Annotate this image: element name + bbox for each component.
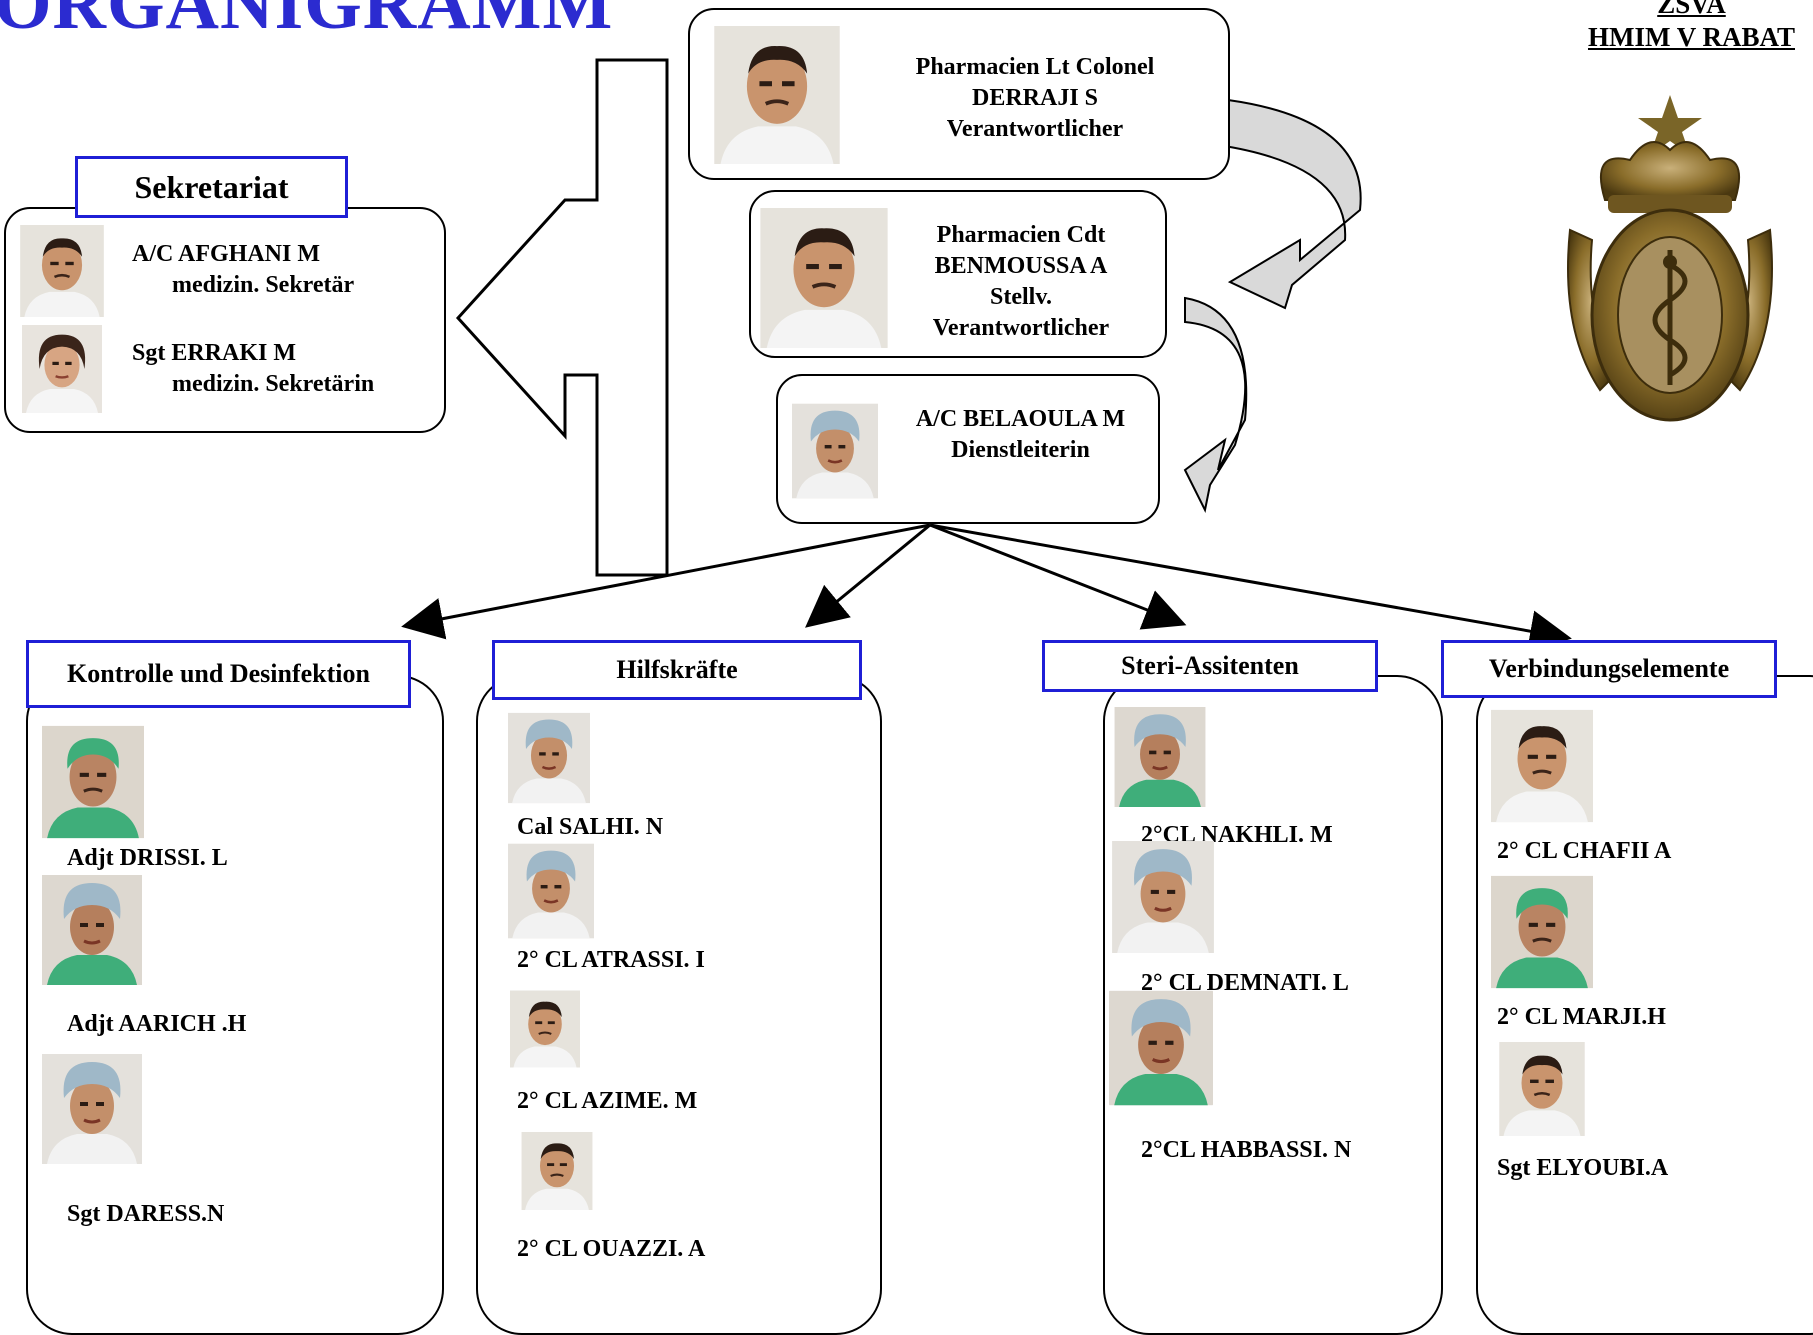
- department-heading-hilfskraefte: Hilfskräfte: [492, 640, 862, 700]
- person-photo-icon: [42, 724, 144, 840]
- arrow-to-hilfskraefte: [805, 523, 931, 628]
- leader-2-text: Pharmacien Cdt BENMOUSSA A Stellv. Veran…: [901, 220, 1141, 344]
- page-title: ORGANIGRAMM: [0, 0, 614, 45]
- department-member: Adjt DRISSI. L: [67, 845, 228, 871]
- person-photo-icon: [1109, 707, 1211, 807]
- curved-arrow-icon: [1183, 296, 1248, 514]
- person-photo-icon: [710, 26, 844, 164]
- connector-layer: [401, 58, 1572, 652]
- leader-2-role-b: Verantwortlicher: [932, 315, 1110, 341]
- person-photo-icon: [510, 983, 580, 1075]
- leader-box-1: Pharmacien Lt Colonel DERRAJI S Verantwo…: [688, 8, 1230, 180]
- leader-3-name: A/C BELAOULA M: [915, 406, 1126, 432]
- arrow-to-steri: [929, 523, 1187, 630]
- person-photo-icon: [1109, 841, 1217, 953]
- organization-label: ZSVA HMIM V RABAT: [1588, 0, 1795, 54]
- person-photo-icon: [10, 225, 114, 317]
- department-member: 2° CL CHAFII A: [1497, 838, 1672, 864]
- department-member: 2°CL HABBASSI. N: [1141, 1137, 1352, 1163]
- person-photo-icon: [42, 873, 142, 987]
- person-photo-icon: [1491, 1042, 1593, 1136]
- person-photo-icon: [759, 208, 889, 348]
- secretariat-member-2-name: Sgt ERRAKI M: [132, 340, 297, 366]
- leader-2-name: BENMOUSSA A: [934, 253, 1108, 279]
- department-member: 2° CL ATRASSI. I: [517, 947, 705, 973]
- leader-1-rank: Pharmacien Lt Colonel: [915, 54, 1155, 80]
- leader-2-role-a: Stellv.: [989, 284, 1052, 310]
- person-photo-icon: [42, 1042, 142, 1176]
- person-photo-icon: [1491, 707, 1593, 825]
- leader-box-3: A/C BELAOULA M Dienstleiterin: [776, 374, 1160, 524]
- org-line-2: HMIM V RABAT: [1587, 22, 1795, 52]
- department-member: Sgt ELYOUBI.A: [1497, 1155, 1669, 1181]
- person-photo-icon: [1109, 990, 1213, 1106]
- person-photo-icon: [514, 1132, 600, 1210]
- arrow-to-verbindung: [929, 523, 1572, 652]
- arrow-to-kontrolle: [401, 523, 931, 640]
- block-arrow-icon: [455, 58, 669, 577]
- secretariat-member-1-role: medizin. Sekretär: [172, 272, 355, 298]
- secretariat-heading: Sekretariat: [75, 156, 348, 218]
- department-member: 2° CL OUAZZI. A: [517, 1236, 706, 1262]
- department-member: Adjt AARICH .H: [67, 1011, 247, 1037]
- leader-1-name: DERRAJI S: [971, 85, 1099, 111]
- secretariat-member-2: Sgt ERRAKI M medizin. Sekretärin: [132, 338, 374, 400]
- person-photo-icon: [10, 325, 114, 413]
- military-emblem-icon: [1567, 95, 1773, 422]
- secretariat-member-1: A/C AFGHANI M medizin. Sekretär: [132, 239, 354, 301]
- secretariat-member-2-role: medizin. Sekretärin: [172, 371, 375, 397]
- person-photo-icon: [1491, 873, 1593, 991]
- leader-1-text: Pharmacien Lt Colonel DERRAJI S Verantwo…: [865, 52, 1205, 145]
- department-member: Cal SALHI. N: [517, 814, 664, 840]
- leader-3-text: A/C BELAOULA M Dienstleiterin: [893, 404, 1148, 466]
- curved-arrow-icon: [1216, 98, 1362, 310]
- department-heading-verbindung: Verbindungselemente: [1441, 640, 1777, 698]
- department-member: 2° CL AZIME. M: [517, 1088, 698, 1114]
- person-photo-icon: [508, 841, 594, 941]
- person-photo-icon: [508, 708, 590, 808]
- secretariat-box: A/C AFGHANI M medizin. Sekretär Sgt ERRA…: [4, 207, 446, 433]
- leader-2-rank: Pharmacien Cdt: [936, 222, 1106, 248]
- leader-1-role: Verantwortlicher: [946, 116, 1124, 142]
- department-heading-steri: Steri-Assitenten: [1042, 640, 1378, 692]
- secretariat-member-1-name: A/C AFGHANI M: [132, 241, 320, 267]
- department-member: 2° CL MARJI.H: [1497, 1004, 1666, 1030]
- department-member: Sgt DARESS.N: [67, 1201, 225, 1227]
- leader-3-role: Dienstleiterin: [951, 437, 1090, 463]
- leader-box-2: Pharmacien Cdt BENMOUSSA A Stellv. Veran…: [749, 190, 1167, 358]
- person-photo-icon: [792, 392, 878, 510]
- org-line-1: ZSVA: [1657, 0, 1726, 19]
- department-heading-kontrolle: Kontrolle und Desinfektion: [26, 640, 411, 708]
